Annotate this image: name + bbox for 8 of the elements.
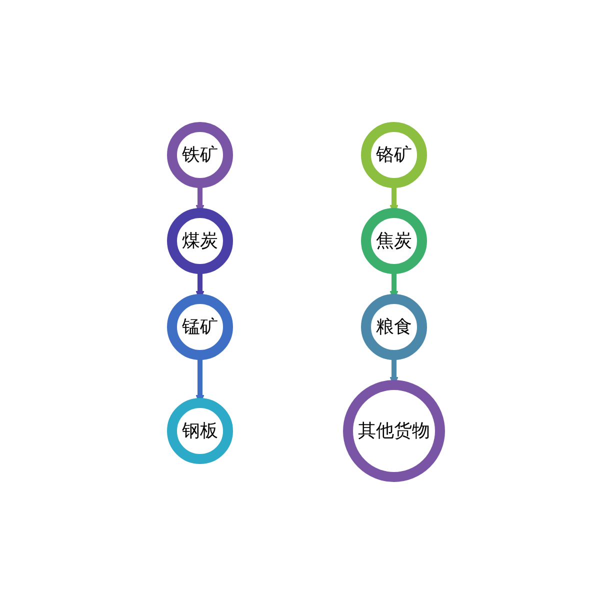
node-circle: 锰矿 bbox=[167, 294, 233, 360]
node-circle: 焦炭 bbox=[361, 208, 427, 274]
node-circle: 其他货物 bbox=[343, 380, 445, 482]
node-circle: 煤炭 bbox=[167, 208, 233, 274]
node-circle: 钢板 bbox=[167, 398, 233, 464]
node-circle: 铬矿 bbox=[361, 122, 427, 188]
node-circle: 粮食 bbox=[361, 294, 427, 360]
node-circle: 铁矿 bbox=[167, 122, 233, 188]
